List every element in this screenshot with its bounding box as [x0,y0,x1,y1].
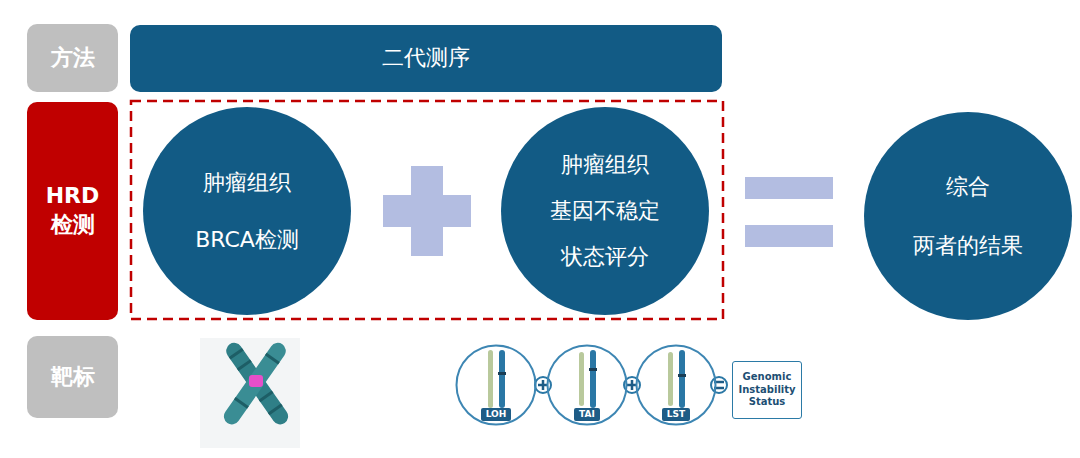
process-circle: 肿瘤组织 BRCA检测 [143,107,351,315]
mini-equals-symbol [711,377,727,393]
circle-outline [864,112,1072,320]
node-text: 靶标 [51,364,95,390]
circle-outline [637,346,716,425]
metric-circle: TAI [546,344,628,426]
row-label-box: 靶标 [27,336,118,418]
row-label-box: 方法 [27,24,118,92]
row-label-box: HRD 检测 [27,102,118,320]
circle-outline [548,346,627,425]
process-circle: 肿瘤组织 基因不稳定 状态评分 [501,107,709,315]
node-text: 综合 两者的结果 [908,157,1028,276]
metric-label: LST [662,408,690,421]
dashed-group-frame [131,101,723,319]
circle-shape [143,107,351,315]
plus-symbol [383,166,471,256]
node-text: Genomic Instability Status [735,371,799,409]
method-bar: 二代测序 [130,25,722,92]
result-box: Genomic Instability Status [732,361,802,419]
circle-shape [864,112,1072,320]
equals-symbol [745,177,833,247]
node-text: HRD 检测 [35,182,110,239]
metric-circle: LST [635,344,717,426]
metric-label: TAI [574,408,600,421]
node-text: 方法 [51,45,95,71]
node-text: 肿瘤组织 基因不稳定 状态评分 [545,142,665,281]
circle-outline [457,346,536,425]
result-circle: 综合 两者的结果 [864,112,1072,320]
metric-circle: LOH [455,344,537,426]
node-text: 肿瘤组织 BRCA检测 [187,154,307,268]
circle-outline [143,107,351,315]
node-text: 二代测序 [382,45,470,71]
chromosome-illustration [200,338,300,448]
circle-outline [501,107,709,315]
metric-label: LOH [481,408,512,421]
mini-chromosomes [488,350,686,408]
